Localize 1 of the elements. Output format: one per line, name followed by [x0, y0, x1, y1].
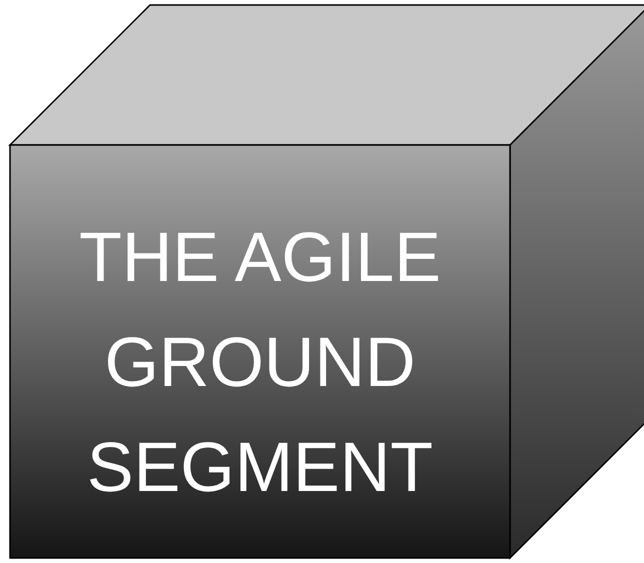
cube-label: THE AGILE GROUND SEGMENT — [78, 217, 442, 508]
